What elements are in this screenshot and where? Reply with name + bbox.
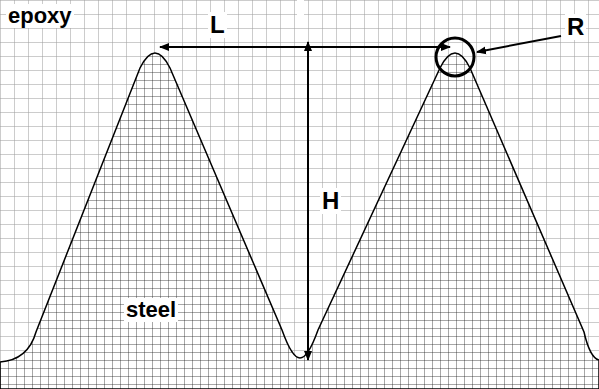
material-label: steel [124,298,178,322]
steel-outline [0,53,599,389]
radius-circle [436,38,474,76]
material-label: epoxy [6,4,74,28]
dimension-label: H [320,188,341,214]
break-gap [297,0,304,22]
dimension-label: R [565,14,586,40]
dimension-arrow [307,42,309,360]
dimension-arrow [160,46,450,48]
steel-mesh [0,53,599,389]
leader-arrow [477,36,561,52]
dimension-label: L [208,12,227,38]
